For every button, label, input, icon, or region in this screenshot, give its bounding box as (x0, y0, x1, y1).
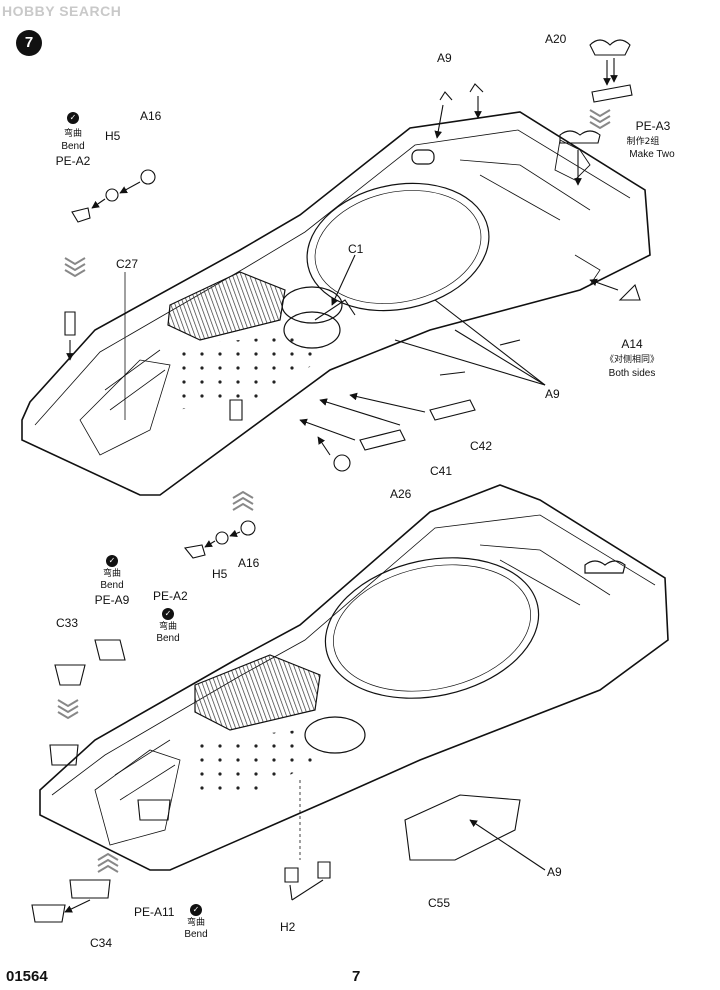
bend-icon: ✓ (67, 110, 79, 124)
label-bend-cn-1: 弯曲 (102, 569, 122, 579)
label-h2: H2 (280, 920, 296, 934)
label-a20: A20 (545, 32, 567, 46)
label-h5-top: H5 (105, 129, 121, 143)
label-bend-cn-2: 弯曲 (158, 622, 178, 632)
label-c42: C42 (470, 439, 493, 453)
label-pe-a3: PE-A3 (635, 119, 671, 133)
bend-icon: ✓ (162, 606, 174, 620)
direction-chevrons (57, 109, 611, 873)
label-pe-a11: PE-A11 (134, 905, 175, 919)
label-c55: C55 (428, 896, 451, 910)
label-make-two: Make Two (629, 149, 675, 160)
label-a14-cn: 《对侧相同》 (604, 355, 660, 365)
label-bend-3: Bend (184, 929, 208, 940)
top-hull (21, 111, 651, 496)
label-both-sides: Both sides (608, 368, 656, 379)
bottom-parts (31, 520, 546, 923)
bottom-hull (39, 484, 669, 871)
label-c1: C1 (348, 242, 364, 256)
label-a14: A14 (621, 337, 643, 351)
top-parts (64, 39, 641, 472)
label-a9-bottom: A9 (547, 865, 562, 879)
bend-icon: ✓ (190, 902, 202, 916)
product-code: 01564 (6, 968, 48, 985)
label-a16-top: A16 (140, 109, 162, 123)
label-pe-a3-cn: 制作2组 (626, 137, 660, 147)
label-pe-a2-top: PE-A2 (55, 154, 91, 168)
label-a9-right: A9 (545, 387, 560, 401)
label-bend-2: Bend (156, 633, 180, 644)
label-pe-a2-bottom: PE-A2 (153, 589, 188, 603)
label-c33: C33 (56, 616, 79, 630)
label-a9-top: A9 (437, 51, 452, 65)
label-pe-a9: PE-A9 (94, 593, 130, 607)
page-number: 7 (352, 968, 361, 985)
label-c27: C27 (116, 257, 139, 271)
label-c34: C34 (90, 936, 113, 950)
label-a16-bottom: A16 (238, 556, 260, 570)
step-number-badge: 7 (16, 30, 42, 56)
label-a26: A26 (390, 487, 412, 501)
label-bend-cn-top: 弯曲 (63, 129, 83, 139)
label-bend-top: Bend (61, 141, 85, 152)
label-h5-bottom: H5 (212, 567, 228, 581)
label-bend-1: Bend (100, 580, 124, 591)
label-c41: C41 (430, 464, 453, 478)
bend-icon: ✓ (106, 553, 118, 567)
watermark: HOBBY SEARCH (2, 3, 122, 19)
label-bend-cn-3: 弯曲 (186, 918, 206, 928)
